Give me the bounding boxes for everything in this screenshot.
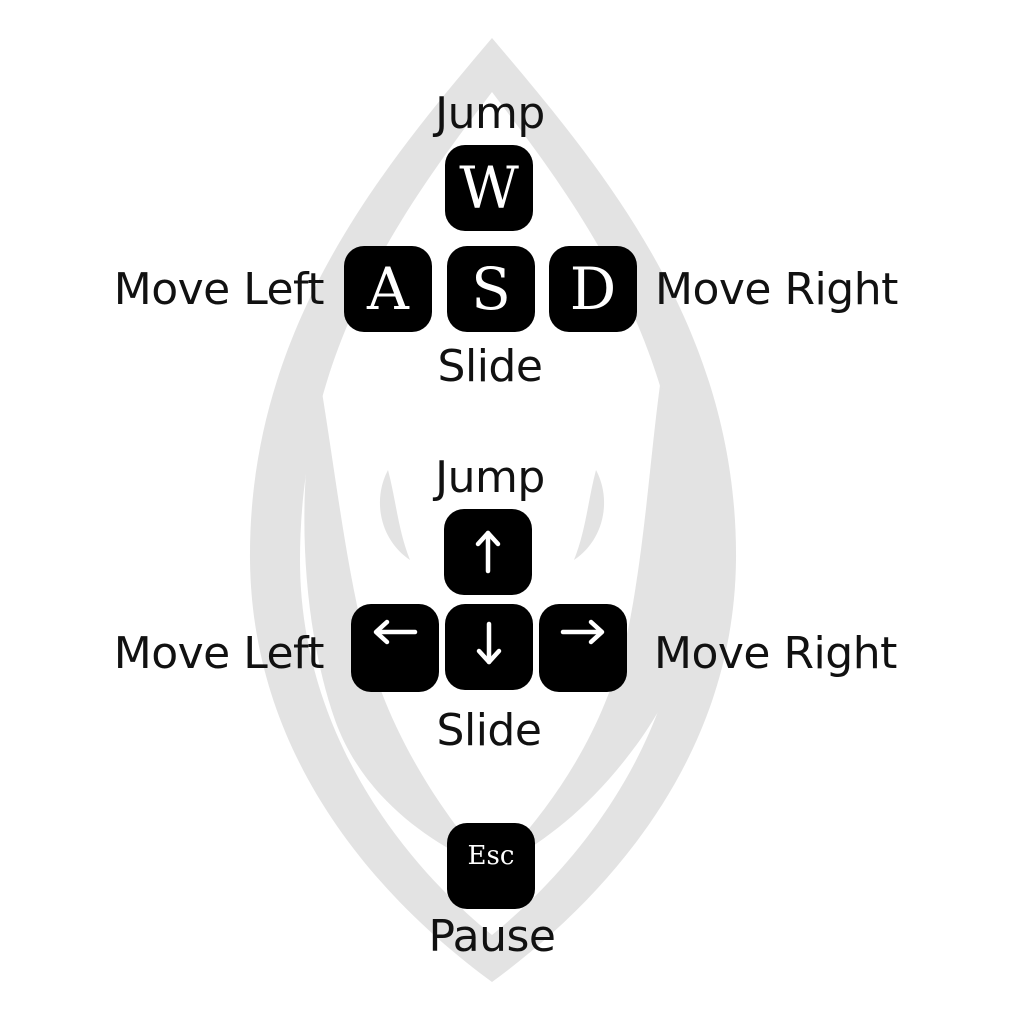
arrow-move-left-label: Move Left <box>113 628 325 679</box>
a-key: A <box>344 246 432 332</box>
arrow-down-icon <box>476 621 502 665</box>
left-arrow-key <box>351 604 439 692</box>
w-key-glyph: W <box>459 154 519 222</box>
arrow-left-icon <box>373 619 418 645</box>
s-key-glyph: S <box>471 255 511 323</box>
d-key: D <box>549 246 637 332</box>
up-arrow-key <box>444 509 532 595</box>
wasd-move-left-label: Move Left <box>113 264 325 315</box>
wasd-jump-label: Jump <box>435 88 545 139</box>
s-key: S <box>447 246 535 332</box>
w-key: W <box>445 145 533 231</box>
arrow-slide-label: Slide <box>436 705 542 756</box>
down-arrow-key <box>445 604 533 690</box>
arrow-right-icon <box>560 619 605 645</box>
arrow-jump-label: Jump <box>435 452 545 503</box>
a-key-glyph: A <box>367 255 409 323</box>
arrow-move-right-label: Move Right <box>654 628 897 679</box>
arrow-up-icon <box>475 530 501 574</box>
wasd-move-right-label: Move Right <box>655 264 898 315</box>
d-key-glyph: D <box>569 255 617 323</box>
pause-label: Pause <box>428 911 556 962</box>
right-arrow-key <box>539 604 627 692</box>
esc-key: Esc <box>447 823 535 909</box>
wasd-slide-label: Slide <box>437 341 543 392</box>
esc-key-glyph: Esc <box>467 841 515 871</box>
